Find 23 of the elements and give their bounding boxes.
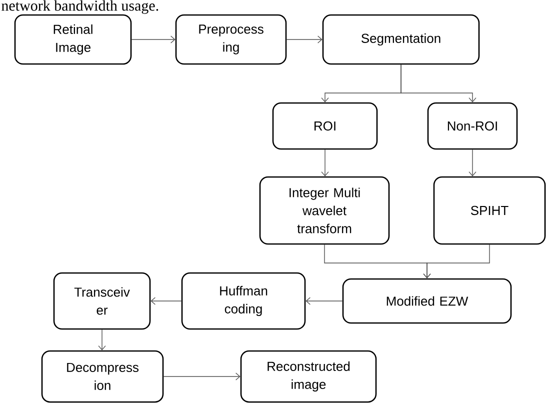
arrow xyxy=(150,297,182,305)
arrow xyxy=(321,149,329,176)
arrow xyxy=(306,297,343,305)
process-box: Reconstructed image xyxy=(240,350,377,403)
process-box: SPIHT xyxy=(433,176,546,245)
arrow xyxy=(98,329,106,350)
paragraph-text: network bandwidth usage. xyxy=(2,0,158,14)
arrow xyxy=(400,64,476,102)
process-box: Preprocess ing xyxy=(175,14,287,65)
arrow xyxy=(286,36,322,44)
process-box: Decompress ion xyxy=(41,350,164,403)
arrow xyxy=(163,372,240,380)
process-box: Transceiv er xyxy=(53,272,151,330)
arrow xyxy=(131,36,176,44)
process-box: Segmentation xyxy=(322,14,480,65)
process-box: Huffman coding xyxy=(181,272,306,330)
process-box: Retinal Image xyxy=(14,14,132,65)
arrow xyxy=(423,244,490,278)
process-box: Non-ROI xyxy=(427,102,518,150)
process-box: Modified EZW xyxy=(342,278,512,324)
process-box: ROI xyxy=(272,102,378,150)
process-box: Integer Multi wavelet transform xyxy=(259,176,390,245)
arrow xyxy=(468,149,476,176)
